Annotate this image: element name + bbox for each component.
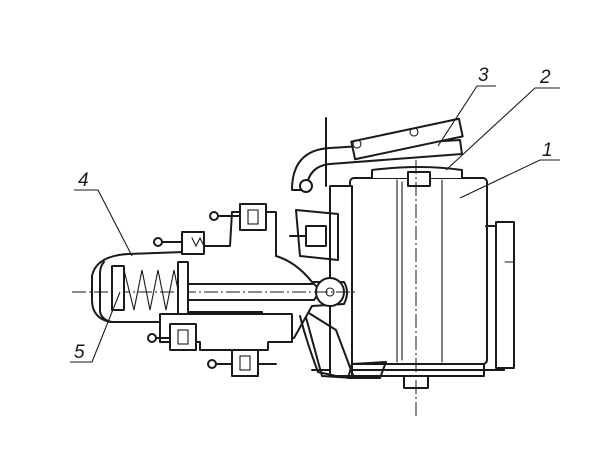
armature-top-arm (291, 139, 463, 191)
housing-left-edge (99, 261, 113, 323)
screw-head (209, 211, 219, 221)
callout-label-2: 2 (539, 67, 551, 88)
terminal-spring (191, 236, 205, 248)
screw-head (153, 237, 163, 247)
terminal-upper-2 (209, 203, 267, 231)
spring-assembly (111, 261, 189, 315)
callout-label-4: 4 (78, 170, 89, 191)
yoke-plate (495, 221, 515, 369)
screw-head (147, 333, 157, 343)
lower-link (299, 315, 337, 377)
terminal-block (181, 231, 205, 255)
terminal-block (231, 349, 259, 377)
terminal-upper-1 (153, 231, 205, 255)
insulation-strips (295, 209, 387, 379)
spring-end-cap (111, 265, 125, 311)
coil-assembly (349, 160, 488, 418)
terminal-nut (177, 329, 189, 345)
terminal-nut (239, 355, 251, 371)
leader-1 (459, 159, 560, 199)
callout-label-5: 5 (74, 342, 85, 363)
terminal-block (239, 203, 267, 231)
leader-3 (437, 85, 496, 147)
terminal-block (169, 323, 197, 351)
screw-head (207, 359, 217, 369)
spring-seat (177, 261, 189, 315)
terminal-nut (247, 209, 259, 225)
leader-5 (70, 291, 121, 363)
leader-2 (445, 87, 560, 171)
terminals (147, 203, 327, 377)
callout-label-3: 3 (478, 65, 489, 86)
spring-coil (123, 269, 181, 311)
coil-top-notch (407, 171, 431, 187)
terminal-lower-2 (207, 349, 277, 377)
terminal-lower-1 (147, 323, 197, 351)
contact-plate (350, 117, 464, 161)
armature-assembly (291, 117, 464, 377)
insulation-foot (347, 361, 387, 379)
terminal-block (305, 225, 327, 247)
callouts: 1 2 3 4 5 (70, 65, 560, 363)
yoke-bracket (311, 221, 515, 371)
insulation-upper (295, 209, 339, 261)
callout-label-1: 1 (542, 140, 553, 161)
rivet-1 (352, 139, 362, 149)
leader-4 (74, 189, 133, 257)
armature-pivot-pin (299, 179, 313, 193)
rivet-2 (409, 127, 419, 137)
coil-body (349, 177, 488, 365)
terminal-armature (289, 225, 327, 247)
